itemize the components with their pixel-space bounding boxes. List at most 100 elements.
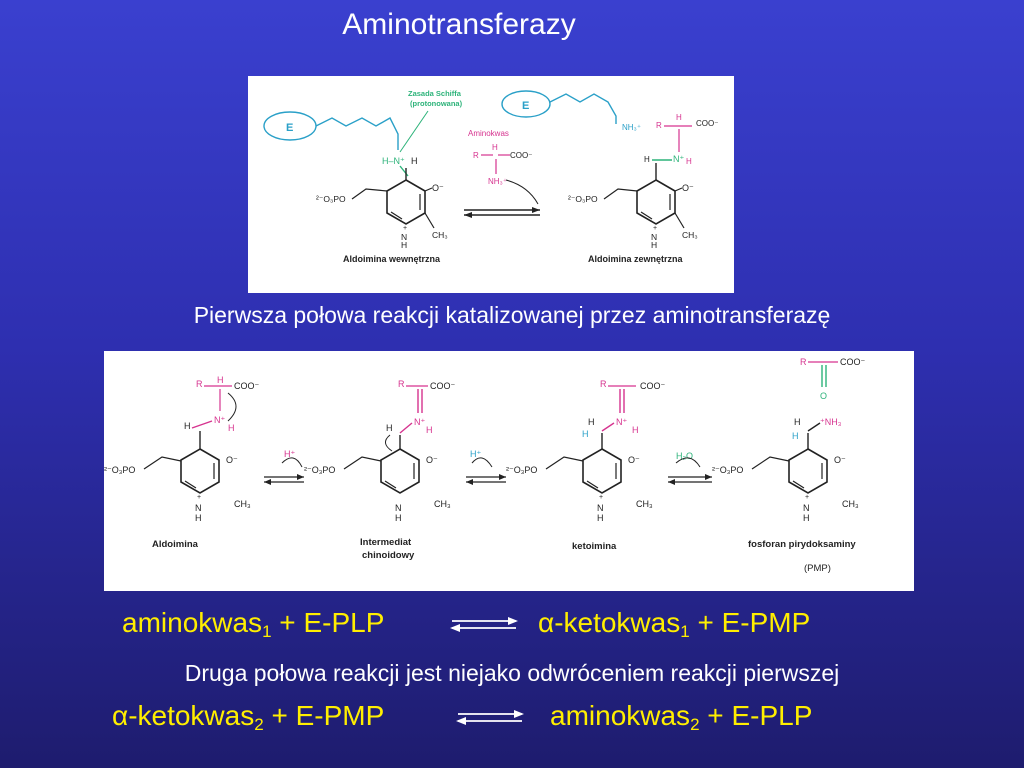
svg-text:CH₃: CH₃ xyxy=(432,230,448,240)
svg-text:²⁻O₃PO: ²⁻O₃PO xyxy=(316,194,346,204)
svg-text:N⁺: N⁺ xyxy=(673,154,684,164)
enzyme-left-label: E xyxy=(286,122,293,134)
svg-text:O⁻: O⁻ xyxy=(682,183,694,193)
schiff-pointer-line xyxy=(399,110,429,153)
lysine-left-chain xyxy=(315,117,399,150)
svg-text:H: H xyxy=(651,240,657,250)
svg-text:H: H xyxy=(401,240,407,250)
svg-text:+: + xyxy=(403,225,407,232)
svg-text:R: R xyxy=(473,151,479,160)
svg-text:R: R xyxy=(398,379,405,389)
svg-text:COO⁻: COO⁻ xyxy=(510,151,532,160)
lysine-right-chain xyxy=(549,93,617,124)
svg-text:N⁺: N⁺ xyxy=(414,417,425,427)
equation-2-left: α-ketokwas2 + E-PMP xyxy=(112,700,385,734)
svg-text:H: H xyxy=(792,431,799,441)
svg-text:CH₃: CH₃ xyxy=(636,499,653,509)
svg-text:+: + xyxy=(197,494,201,501)
svg-text:H: H xyxy=(426,425,433,435)
equation-2-right: aminokwas2 + E-PLP xyxy=(550,700,813,734)
bottom-reaction-panel: R H COO⁻ N⁺ H H O⁻ ²⁻O₃PO N H + CH₃ Aldo… xyxy=(104,351,914,591)
svg-text:NH₃⁺: NH₃⁺ xyxy=(622,123,641,132)
svg-text:COO⁻: COO⁻ xyxy=(430,381,456,391)
svg-text:N⁺: N⁺ xyxy=(616,417,627,427)
svg-text:COO⁻: COO⁻ xyxy=(840,357,866,367)
svg-text:CH₃: CH₃ xyxy=(682,230,698,240)
svg-text:H: H xyxy=(184,421,191,431)
svg-text:R: R xyxy=(656,121,662,130)
svg-text:²⁻O₃PO: ²⁻O₃PO xyxy=(568,194,598,204)
svg-text:H: H xyxy=(794,417,801,427)
svg-text:H: H xyxy=(676,113,682,122)
svg-text:N: N xyxy=(597,503,604,513)
structure-pmp: R COO⁻ O ⁺NH₃ H H O⁻ ²⁻O₃PO N H + CH₃ xyxy=(712,357,866,523)
schiff-nitrogen-left: H–N⁺ xyxy=(382,156,405,166)
equation-1-right: α-ketokwas1 + E-PMP xyxy=(538,607,811,641)
svg-text:COO⁻: COO⁻ xyxy=(696,119,718,128)
svg-text:²⁻O₃PO: ²⁻O₃PO xyxy=(506,465,537,475)
svg-text:H: H xyxy=(632,425,639,435)
top-reaction-panel: E Zasada Schiffa (protonowana) H–N⁺ H O⁻… xyxy=(248,76,734,293)
svg-text:COO⁻: COO⁻ xyxy=(640,381,666,391)
svg-text:N: N xyxy=(651,232,657,242)
internal-external-aldimine-diagram: E Zasada Schiffa (protonowana) H–N⁺ H O⁻… xyxy=(263,89,718,264)
aldimine-label: Aldoimina xyxy=(152,539,199,550)
svg-text:NH₃⁺: NH₃⁺ xyxy=(488,177,507,186)
svg-text:CH₃: CH₃ xyxy=(234,499,251,509)
svg-text:H: H xyxy=(686,157,692,166)
svg-text:CH₃: CH₃ xyxy=(434,499,451,509)
enzyme-right-ellipse xyxy=(501,90,551,118)
svg-text:H: H xyxy=(597,513,604,523)
svg-text:²⁻O₃PO: ²⁻O₃PO xyxy=(304,465,335,475)
svg-text:H: H xyxy=(644,155,650,164)
svg-text:N: N xyxy=(395,503,402,513)
step2-reagent: H⁺ xyxy=(470,449,481,459)
caption-first-half: Pierwsza połowa reakcji katalizowanej pr… xyxy=(193,302,831,328)
quinonoid-label-1: Intermediat xyxy=(360,537,412,548)
svg-text:N: N xyxy=(401,232,407,242)
amino-acid-label: Aminokwas xyxy=(468,129,509,138)
svg-text:+: + xyxy=(653,225,657,232)
svg-text:N⁺: N⁺ xyxy=(214,415,225,425)
step1-reagent: H⁺ xyxy=(284,449,295,459)
svg-text:CH₃: CH₃ xyxy=(842,499,859,509)
svg-text:H: H xyxy=(217,375,224,385)
svg-text:H: H xyxy=(582,429,589,439)
svg-text:H: H xyxy=(588,417,595,427)
svg-text:N: N xyxy=(195,503,202,513)
svg-text:O⁻: O⁻ xyxy=(432,183,444,193)
svg-text:O⁻: O⁻ xyxy=(226,455,238,465)
equation-1-equilibrium-arrows xyxy=(450,617,518,632)
equation-2-equilibrium-arrows xyxy=(456,710,524,725)
enzyme-right-label: E xyxy=(522,100,529,112)
svg-text:O⁻: O⁻ xyxy=(834,455,846,465)
equation-1-left: aminokwas1 + E-PLP xyxy=(122,607,385,641)
quinonoid-label-2: chinoidowy xyxy=(362,550,415,561)
svg-text:H: H xyxy=(411,156,418,166)
schiff-label-2: (protonowana) xyxy=(410,99,463,108)
structure-ketimine: R COO⁻ N⁺ H H H O⁻ ²⁻O₃PO N H + CH₃ xyxy=(506,379,666,523)
svg-text:²⁻O₃PO: ²⁻O₃PO xyxy=(104,465,135,475)
svg-text:O⁻: O⁻ xyxy=(426,455,438,465)
svg-text:O: O xyxy=(820,391,827,401)
svg-text:+: + xyxy=(805,494,809,501)
svg-text:+: + xyxy=(599,494,603,501)
structure-aldimine: R H COO⁻ N⁺ H H O⁻ ²⁻O₃PO N H + CH₃ xyxy=(104,375,260,523)
transamination-mechanism-diagram: R H COO⁻ N⁺ H H O⁻ ²⁻O₃PO N H + CH₃ Aldo… xyxy=(104,357,866,574)
step3-reagent: H₂O xyxy=(676,451,693,461)
pmp-label-2: (PMP) xyxy=(804,563,831,574)
structure-quinonoid: R COO⁻ N⁺ H H O⁻ ²⁻O₃PO N H CH₃ xyxy=(304,379,456,523)
svg-text:H: H xyxy=(195,513,202,523)
svg-text:R: R xyxy=(600,379,607,389)
external-aldimine-label: Aldoimina zewnętrzna xyxy=(588,254,684,264)
ketimine-label: ketoimina xyxy=(572,541,617,552)
svg-text:²⁻O₃PO: ²⁻O₃PO xyxy=(712,465,743,475)
svg-text:COO⁻: COO⁻ xyxy=(234,381,260,391)
slide-title: Aminotransferazy xyxy=(342,8,576,41)
svg-text:H: H xyxy=(492,143,498,152)
svg-text:R: R xyxy=(196,379,203,389)
svg-text:H: H xyxy=(228,423,235,433)
caption-second-half: Druga połowa reakcji jest niejako odwróc… xyxy=(184,660,840,686)
svg-text:H: H xyxy=(386,423,393,433)
svg-text:N: N xyxy=(803,503,810,513)
